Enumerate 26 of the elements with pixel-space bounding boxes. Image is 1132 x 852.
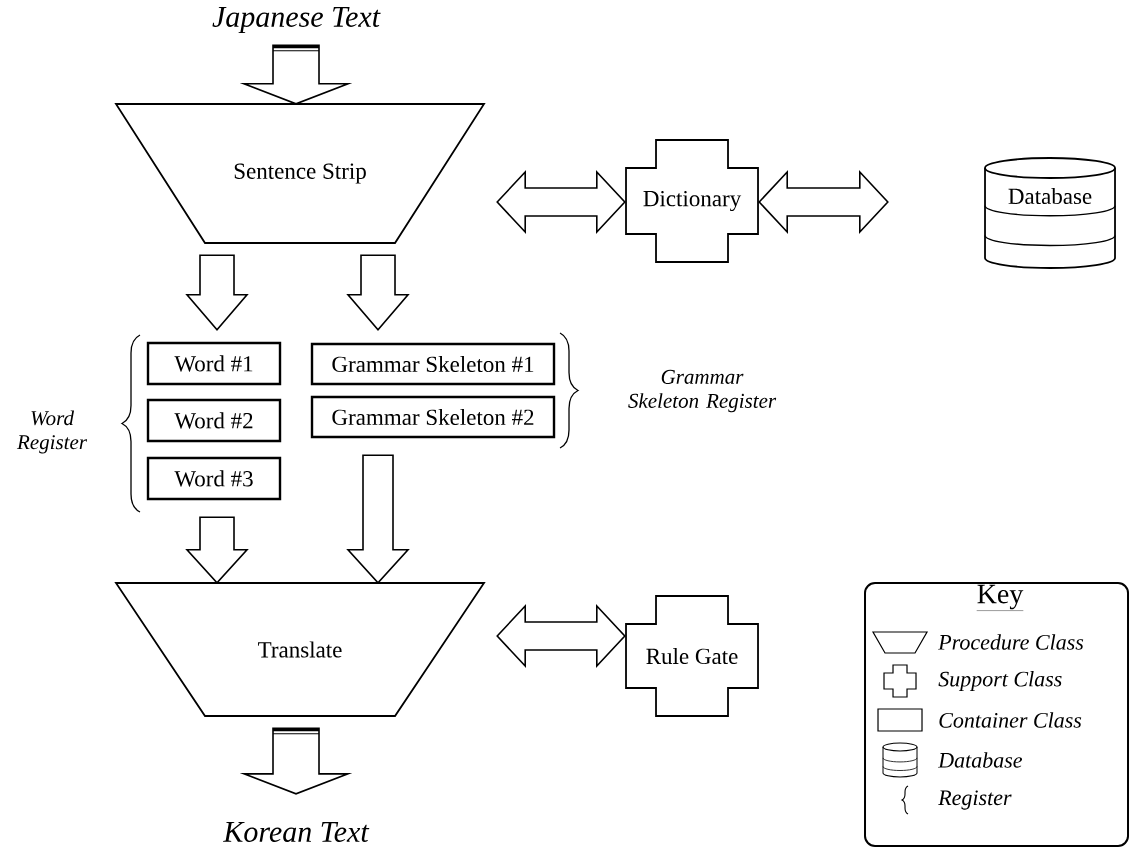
block-arrow <box>496 170 626 235</box>
register-label: Grammar Skeleton Register <box>628 369 777 413</box>
block-arrow <box>346 454 410 584</box>
key-title: Key <box>976 584 1024 611</box>
legend-text: Register <box>938 790 1012 810</box>
legend-text: Container Class <box>939 712 1082 728</box>
register-box: Grammar Skeleton #1 <box>310 342 556 386</box>
register-box: Word #1 <box>146 341 282 386</box>
register-box: Grammar Skeleton #2 <box>310 395 556 439</box>
legend-text: Procedure Class <box>938 634 1084 650</box>
legend-text: Database <box>937 752 1023 768</box>
register-box: Word #2 <box>146 398 282 443</box>
flow-label: Japanese Text <box>212 7 381 33</box>
block-arrow <box>496 604 626 669</box>
block-arrow <box>185 254 249 332</box>
block-arrow <box>346 254 410 332</box>
register-box: Word #3 <box>146 456 282 501</box>
register-label: Word Register <box>16 410 88 454</box>
block-arrow <box>185 516 249 584</box>
block-arrow <box>239 44 353 105</box>
legend-text: Support Class <box>938 671 1062 691</box>
flow-label: Korean Text <box>223 822 370 842</box>
node-label: Database <box>1008 187 1092 205</box>
database-cylinder: Database <box>984 157 1116 269</box>
block-arrow <box>239 727 353 795</box>
block-arrow <box>758 170 889 235</box>
